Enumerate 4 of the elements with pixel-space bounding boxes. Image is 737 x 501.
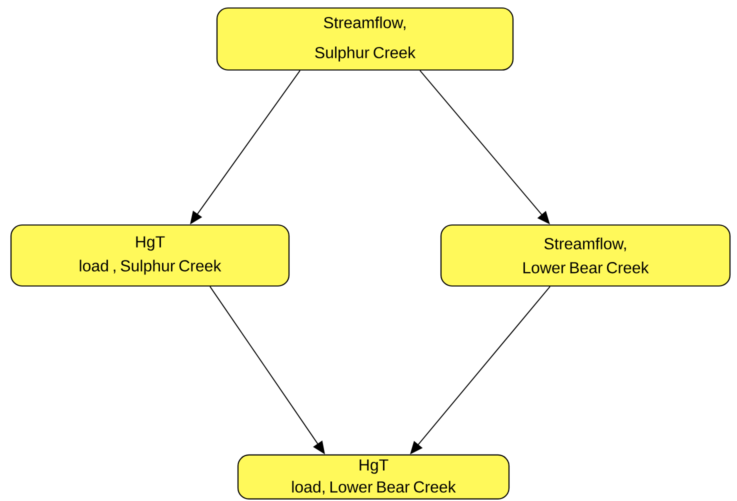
process-box: Streamflow, Sulphur Creek [216, 7, 514, 71]
process-box: Streamflow, Lower Bear Creek [440, 224, 731, 287]
process-box: HgT load, Lower Bear Creek [237, 454, 510, 500]
process-box: HgT load , Sulphur Creek [10, 224, 290, 287]
